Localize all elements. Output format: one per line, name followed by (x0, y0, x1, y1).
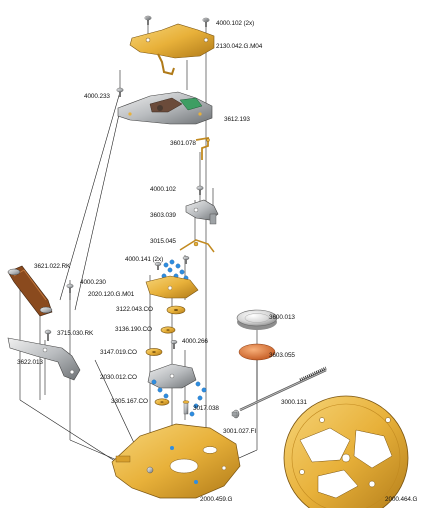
wheel-3305-167 (154, 398, 170, 406)
label-3122-043: 3122.043.CO (116, 306, 153, 313)
spring-3601-078 (195, 136, 210, 160)
lever-3603-039 (185, 199, 219, 225)
label-3622-013: 3622.013 (17, 359, 43, 366)
label-3000-131: 3000.131 (281, 399, 307, 406)
spring-3015-045 (179, 239, 215, 253)
label-3305-167: 3305.167.CO (111, 398, 148, 405)
jewel-cluster-upper (161, 259, 189, 281)
pinion-3017-038 (182, 400, 190, 415)
label-3603-039: 3603.039 (150, 212, 176, 219)
wheel-3147-019 (145, 348, 163, 356)
lever-3622-013 (7, 337, 81, 381)
label-3017-038: 3017.038 (193, 405, 219, 412)
wheel-3122-043 (166, 305, 186, 315)
label-4000-102-2x: 4000.102 (2x) (216, 20, 255, 27)
module-3612-193 (117, 91, 213, 125)
label-4000-266: 4000.266 (182, 338, 208, 345)
label-2020-120: 2020.120.G.M01 (88, 291, 135, 298)
screw-4000-141-pair (154, 256, 190, 270)
label-3147-019: 3147.019.CO (100, 349, 137, 356)
stem-3000-131 (239, 366, 327, 412)
label-4000-141-2x: 4000.141 (2x) (125, 256, 164, 263)
screw-4000-230 (66, 283, 74, 293)
label-3001-027: 3001.027.FI (223, 428, 257, 435)
label-3600-013: 3600.013 (269, 314, 295, 321)
bridge-2030-012 (147, 363, 197, 389)
rotor-3621-022 (7, 265, 53, 317)
insulator-3603-055 (238, 343, 276, 361)
mainplate-2000-459 (111, 423, 241, 499)
crown-3001-027 (231, 409, 240, 419)
label-2130-042: 2130.042.G.M04 (216, 43, 263, 50)
screw-4000-102 (196, 185, 204, 195)
label-4000-230: 4000.230 (80, 279, 106, 286)
bridge-2020-120 (145, 275, 199, 299)
label-3601-078: 3601.078 (170, 140, 196, 147)
battery-3600-013 (236, 309, 278, 330)
label-2030-012: 2030.012.CO (100, 374, 137, 381)
plate-3715-030 (44, 329, 52, 341)
bridge-2130-042 (129, 23, 215, 76)
screw-4000-266 (170, 340, 178, 349)
mainplate-2000-464 (283, 395, 409, 508)
label-3015-045: 3015.045 (150, 238, 176, 245)
label-3715-030: 3715.030.RK (57, 330, 94, 337)
label-4000-102: 4000.102 (150, 186, 176, 193)
label-3136-190: 3136.190.CO (115, 326, 152, 333)
label-2000-459: 2000.459.G (200, 496, 233, 503)
jewel-cluster-lower (151, 379, 207, 417)
label-3603-055: 3603.055 (269, 352, 295, 359)
wheel-3136-190 (160, 326, 176, 334)
label-4000-233: 4000.233 (84, 93, 110, 100)
screw-4000-233 (116, 87, 124, 97)
label-3612-193: 3612.193 (224, 116, 250, 123)
label-2000-464: 2000.464.G (385, 496, 418, 503)
label-3621-022: 3621.022.RK (34, 263, 71, 270)
screw-4000-102-pair (144, 15, 210, 27)
